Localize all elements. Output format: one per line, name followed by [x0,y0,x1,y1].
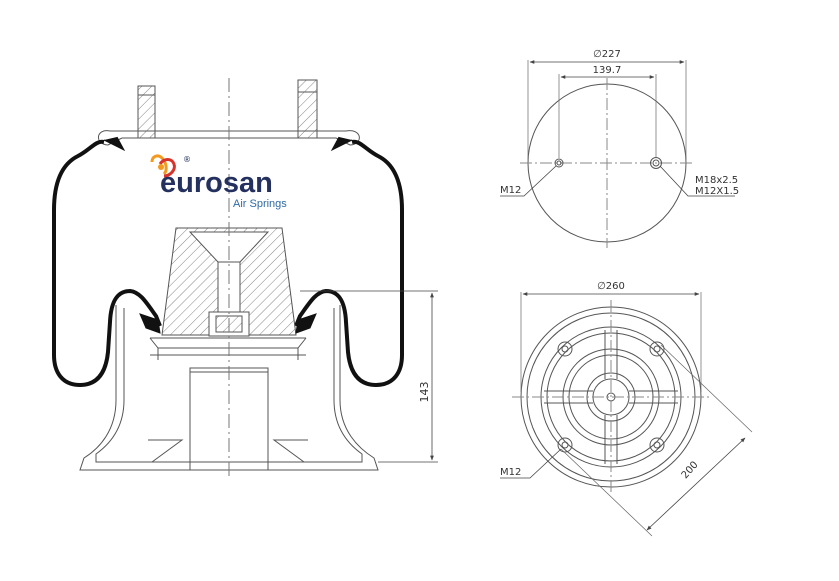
piston-bolt-thread-label: M12 [500,467,521,478]
top-left-stud-hole [554,158,564,168]
top-plate [98,130,360,152]
bellow-rubber [52,139,162,388]
bottom-piston-view [500,292,753,537]
height-dimension [300,290,438,463]
brand-subtitle: Air Springs [233,198,287,210]
right-stud-thread-label-2: M12X1.5 [695,186,739,197]
right-stud-thread-label-1: M18x2.5 [695,175,738,186]
piston-diameter-label: ∅260 [597,281,625,292]
height-dimension-label: 143 [418,382,431,403]
registered-mark: ® [183,155,191,164]
brand-name: eurosan [160,167,273,199]
bolt-circle-label: 200 [680,460,701,482]
brand-logo: ® [150,154,191,178]
brand-mark-icon [150,154,176,178]
top-right-stud-hole [650,157,662,169]
left-stud [137,85,156,139]
top-plate-diameter-label: ∅227 [593,49,621,60]
side-view [52,78,404,480]
right-stud [297,79,318,139]
top-plate-view [500,60,735,248]
left-stud-thread-label: M12 [500,185,521,196]
stud-spacing-label: 139.7 [593,65,622,76]
